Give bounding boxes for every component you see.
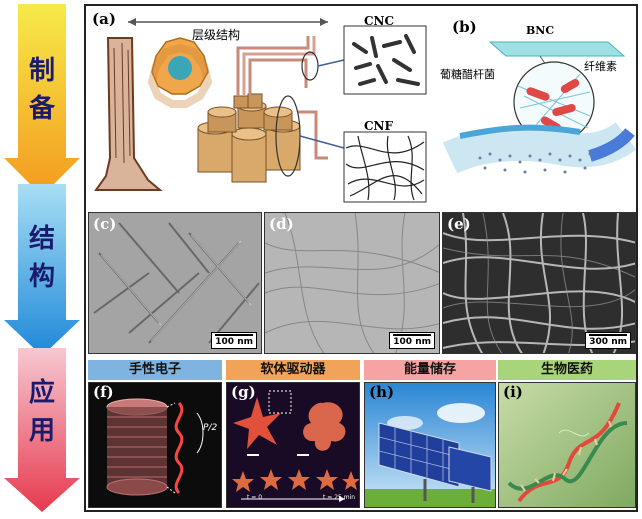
stage-app-char2: 用 bbox=[28, 416, 55, 446]
hierarchy-label: 层级结构 bbox=[192, 28, 241, 42]
cnc-label: CNC bbox=[364, 14, 395, 28]
panel-d-scalebar: 100 nm bbox=[389, 332, 435, 349]
chiral-stack bbox=[106, 398, 168, 496]
bacteria-label: 葡糖醋杆菌 bbox=[440, 68, 495, 81]
panel-f-illustration bbox=[89, 383, 221, 507]
application-arrow bbox=[4, 348, 80, 512]
curled-actuator bbox=[303, 402, 346, 451]
panel-e-micrograph bbox=[443, 213, 635, 353]
panel-h-illustration bbox=[365, 383, 495, 507]
stage-label-structure: 结 构 bbox=[22, 224, 62, 292]
stage-prep-char1: 制 bbox=[28, 56, 55, 86]
solar-panel bbox=[378, 422, 492, 503]
panel-c-label: (c) bbox=[93, 215, 117, 233]
app-title-f-text: 手性电子 bbox=[128, 362, 181, 377]
prep-arrow bbox=[4, 4, 80, 196]
stage-app-char1: 应 bbox=[28, 378, 55, 408]
stage-arrow-column: 制 备 结 构 应 用 bbox=[0, 0, 84, 515]
panel-f-label: (f) bbox=[93, 383, 114, 401]
panel-g-illustration bbox=[227, 383, 359, 507]
panel-f: (f) P/2 bbox=[88, 382, 222, 508]
stage-arrows-graphic bbox=[4, 4, 80, 512]
bnc-sheet bbox=[488, 41, 626, 57]
app-title-h: 能量储存 bbox=[364, 360, 496, 380]
star-actuator bbox=[233, 397, 281, 449]
microfibril-gear bbox=[147, 37, 213, 108]
panel-e-scalebar: 300 nm bbox=[585, 332, 631, 349]
app-title-f: 手性电子 bbox=[88, 360, 222, 380]
panel-a: (a) 层级结构 CNC CNF bbox=[88, 8, 440, 208]
panel-d-label: (d) bbox=[269, 215, 294, 233]
panel-a-label: (a) bbox=[92, 10, 116, 28]
star-row bbox=[232, 469, 359, 492]
fiber-bundle bbox=[197, 93, 301, 183]
stage-prep-char2: 备 bbox=[28, 94, 55, 124]
panel-c-micrograph bbox=[89, 213, 261, 353]
panel-g-label: (g) bbox=[231, 383, 256, 401]
panel-i: (i) bbox=[498, 382, 636, 508]
app-title-h-text: 能量储存 bbox=[403, 362, 456, 377]
panel-e: (e) 300 nm bbox=[442, 212, 636, 354]
panel-i-label: (i) bbox=[503, 383, 523, 401]
tree-trunk bbox=[94, 37, 163, 191]
app-title-i: 生物医药 bbox=[498, 360, 636, 380]
panel-e-scale-text: 300 nm bbox=[589, 337, 627, 347]
cnf-inset bbox=[343, 131, 427, 203]
panel-b-label: (b) bbox=[452, 18, 477, 36]
time-end-label: t = 25 min bbox=[323, 494, 356, 501]
stage-label-application: 应 用 bbox=[22, 378, 62, 446]
panel-b: (b) BNC 葡糖醋杆菌 纤维素 bbox=[440, 8, 636, 208]
time-start-label: t = 0 bbox=[247, 494, 263, 501]
panel-c: (c) 100 nm bbox=[88, 212, 262, 354]
dna-helix bbox=[507, 402, 628, 503]
panel-h: (h) bbox=[364, 382, 496, 508]
app-title-i-text: 生物医药 bbox=[540, 362, 593, 377]
app-title-g: 软体驱动器 bbox=[226, 360, 360, 380]
panel-i-illustration bbox=[499, 383, 635, 507]
panel-b-illustration bbox=[442, 41, 636, 174]
panel-e-label: (e) bbox=[447, 215, 471, 233]
pitch-label: P/2 bbox=[203, 423, 218, 433]
helix bbox=[174, 401, 184, 495]
panel-g: (g) t = 0 t = 25 min bbox=[226, 382, 360, 508]
stage-label-prep: 制 备 bbox=[22, 56, 62, 124]
panel-d: (d) 100 nm bbox=[264, 212, 440, 354]
panel-c-scale-text: 100 nm bbox=[215, 337, 253, 347]
cellulose-label: 纤维素 bbox=[584, 60, 617, 73]
panel-d-micrograph bbox=[265, 213, 439, 353]
panel-d-scale-text: 100 nm bbox=[393, 337, 431, 347]
bacteria-rods bbox=[526, 79, 580, 132]
bnc-label: BNC bbox=[526, 24, 555, 37]
cnf-label: CNF bbox=[364, 119, 394, 133]
panel-c-scalebar: 100 nm bbox=[211, 332, 257, 349]
stage-struct-char2: 构 bbox=[28, 262, 55, 292]
stage-struct-char1: 结 bbox=[28, 224, 55, 254]
panel-h-label: (h) bbox=[369, 383, 395, 401]
app-title-g-text: 软体驱动器 bbox=[260, 362, 326, 377]
structure-arrow bbox=[4, 184, 80, 356]
panel-a-illustration bbox=[94, 18, 427, 203]
